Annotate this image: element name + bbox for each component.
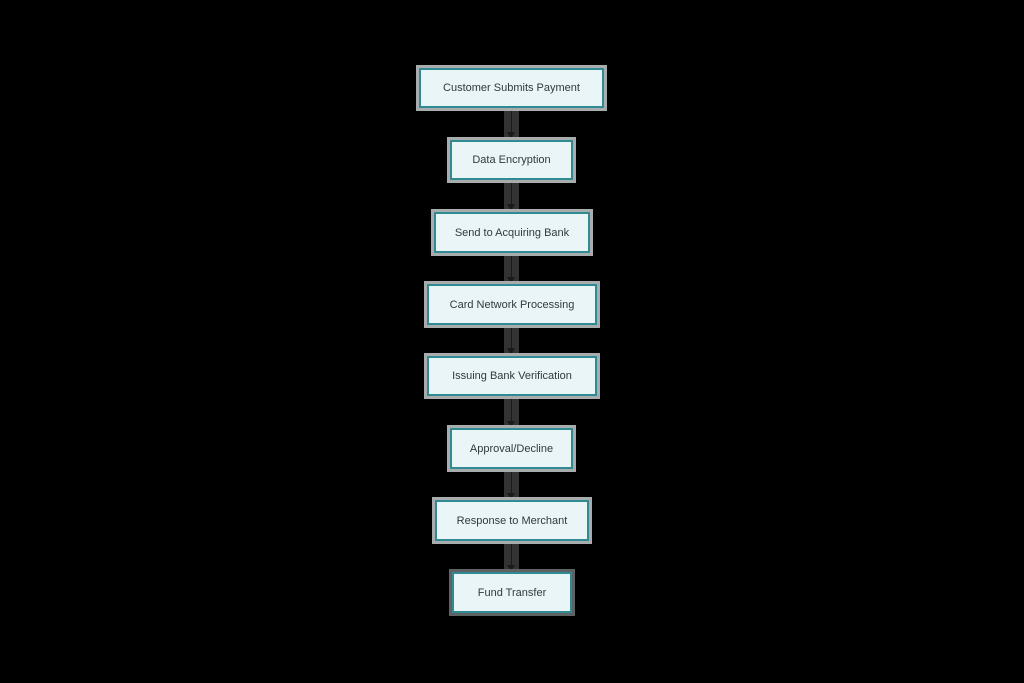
node-box: Send to Acquiring Bank [434, 212, 590, 253]
node-box: Fund Transfer [452, 572, 572, 613]
arrowhead-icon [507, 204, 515, 211]
node-box: Customer Submits Payment [419, 68, 604, 108]
edge-1-to-2 [504, 109, 519, 139]
node-label: Issuing Bank Verification [452, 370, 572, 382]
node-label: Customer Submits Payment [443, 82, 580, 94]
node-box: Response to Merchant [435, 500, 589, 541]
edge-line [511, 254, 512, 278]
node-data-encryption: Data Encryption [447, 137, 576, 183]
edge-6-to-7 [504, 470, 519, 500]
arrowhead-icon [507, 348, 515, 355]
node-card-network-processing: Card Network Processing [424, 281, 600, 328]
node-label: Approval/Decline [469, 442, 554, 455]
arrowhead-icon [507, 132, 515, 139]
node-box: Data Encryption [450, 140, 573, 180]
node-label: Response to Merchant [456, 514, 568, 527]
edge-3-to-4 [504, 254, 519, 284]
arrowhead-icon [507, 493, 515, 500]
node-box: Card Network Processing [427, 284, 597, 325]
edge-line [511, 326, 512, 349]
arrowhead-icon [507, 421, 515, 428]
edge-4-to-5 [504, 326, 519, 355]
node-label: Data Encryption [472, 154, 551, 166]
edge-7-to-8 [504, 542, 519, 572]
arrowhead-icon [507, 565, 515, 572]
node-box: Issuing Bank Verification [427, 356, 597, 396]
node-box: Approval/Decline [450, 428, 573, 469]
node-issuing-bank-verification: Issuing Bank Verification [424, 353, 600, 399]
edge-line [511, 542, 512, 566]
node-label: Fund Transfer [477, 586, 547, 599]
edge-line [511, 181, 512, 205]
node-customer-submits-payment: Customer Submits Payment [416, 65, 607, 111]
node-label: Send to Acquiring Bank [454, 226, 570, 239]
edge-line [511, 470, 512, 494]
edge-2-to-3 [504, 181, 519, 211]
node-fund-transfer: Fund Transfer [449, 569, 575, 616]
edge-line [511, 109, 512, 133]
node-label: Card Network Processing [449, 298, 575, 311]
edge-5-to-6 [504, 397, 519, 428]
node-response-to-merchant: Response to Merchant [432, 497, 592, 544]
arrowhead-icon [507, 277, 515, 284]
edge-line [511, 397, 512, 422]
node-approval-decline: Approval/Decline [447, 425, 576, 472]
node-send-to-acquiring-bank: Send to Acquiring Bank [431, 209, 593, 256]
